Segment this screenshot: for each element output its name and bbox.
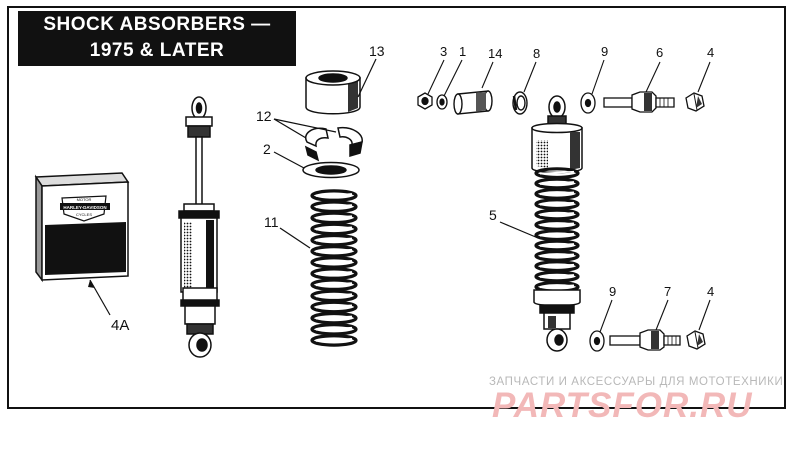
part-8-ring: [512, 91, 528, 115]
callout-4-top: 4: [707, 45, 714, 60]
part-2-washer: [302, 161, 360, 179]
harley-logo-icon: MOTOR HARLEY-DAVIDSON CYCLES: [60, 195, 110, 222]
shock-kit-box: MOTOR HARLEY-DAVIDSON CYCLES: [34, 172, 130, 283]
callout-1: 1: [459, 44, 466, 59]
part-9-washer-top: [580, 92, 596, 114]
part-14-bushing: [453, 90, 493, 115]
diagram-border: [7, 6, 786, 409]
callout-8: 8: [533, 46, 540, 61]
callout-3: 3: [440, 44, 447, 59]
right-shock: [531, 95, 583, 174]
title-block: SHOCK ABSORBERS — 1975 & LATER: [18, 11, 296, 66]
callout-5: 5: [489, 207, 497, 223]
callout-9-bottom: 9: [609, 284, 616, 299]
callout-9-top: 9: [601, 44, 608, 59]
part-3-nut: [417, 92, 433, 110]
right-shock-lower: [533, 289, 581, 352]
part-4-nut-bottom: [686, 330, 706, 350]
callout-14: 14: [488, 46, 502, 61]
left-shock: [178, 96, 220, 358]
part-6-stud: [603, 91, 675, 113]
part-12-keepers: [304, 126, 363, 162]
callout-2: 2: [263, 141, 271, 157]
box-logo-line3: CYCLES: [76, 212, 92, 217]
part-7-stud: [609, 329, 681, 351]
box-logo-line1: MOTOR: [77, 197, 92, 202]
watermark-logo: PARTSFOR.RU: [492, 386, 753, 425]
part-13-cover: [305, 70, 361, 115]
title-line-1: SHOCK ABSORBERS —: [43, 14, 271, 35]
part-5-spring: [534, 167, 580, 293]
box-logo-line2: HARLEY-DAVIDSON: [63, 205, 106, 210]
part-9-washer-bottom: [589, 330, 605, 352]
part-11-spring: [310, 189, 358, 347]
callout-13: 13: [369, 43, 385, 59]
callout-4A: 4A: [111, 317, 129, 334]
part-1-washer: [436, 94, 448, 110]
callout-7: 7: [664, 284, 671, 299]
part-4-nut-top: [685, 92, 705, 112]
callout-6: 6: [656, 45, 663, 60]
title-line-2: 1975 & LATER: [89, 40, 225, 61]
callout-12: 12: [256, 108, 272, 124]
watermark-tagline: ЗАПЧАСТИ И АКСЕССУАРЫ ДЛЯ МОТОТЕХНИКИ: [489, 376, 784, 388]
callout-4-bottom: 4: [707, 284, 714, 299]
callout-11: 11: [264, 214, 279, 230]
